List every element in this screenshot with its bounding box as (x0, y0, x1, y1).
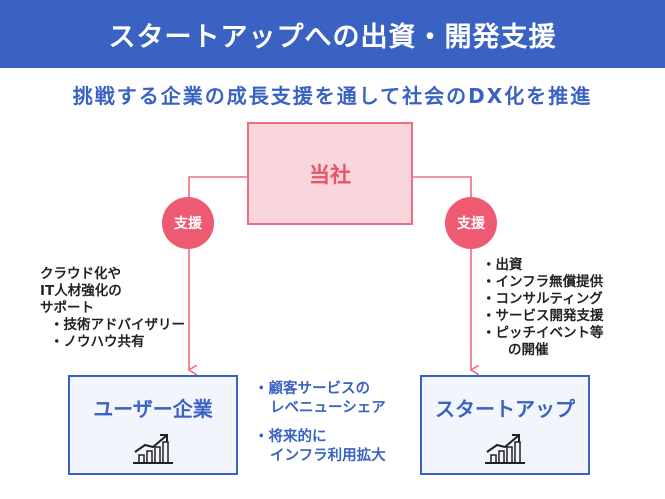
support-badge-right: 支援 (445, 197, 497, 249)
user-support-note: クラウド化や IT人材強化の サポート ・技術アドバイザリー ・ノウハウ共有 (40, 266, 185, 351)
note-line: IT人材強化の (40, 283, 122, 299)
note-bullet-continuation: の開催 (508, 342, 549, 358)
benefit-line: ・顧客サービスの (254, 381, 370, 397)
startup-support-note: ・出資 ・インフラ無償提供 ・コンサルティング ・サービス開発支援 ・ピッチイベ… (482, 257, 604, 359)
growth-chart-icon (485, 434, 525, 464)
support-badge-left: 支援 (162, 197, 214, 249)
note-line: クラウド化や (40, 266, 121, 282)
connector-left (189, 176, 247, 370)
note-bullet: ・出資 (482, 257, 523, 273)
header-bar: スタートアップへの出資・開発支援 (0, 0, 665, 68)
connector-right (413, 176, 471, 370)
our-company-label: 当社 (309, 162, 351, 187)
user-company-box: ユーザー企業 (68, 375, 238, 475)
support-badge-right-label: 支援 (457, 216, 485, 232)
note-line: サポート (40, 300, 94, 316)
startup-box: スタートアップ (420, 375, 590, 475)
note-bullet: ・インフラ無償提供 (482, 274, 604, 290)
benefit-item: ・将来的に インフラ利用拡大 (254, 428, 386, 466)
benefit-line: レベニューシェア (270, 400, 386, 416)
user-company-label: ユーザー企業 (93, 397, 213, 421)
note-bullet: ・サービス開発支援 (482, 308, 604, 324)
benefit-line: インフラ利用拡大 (270, 448, 386, 464)
our-company-box: 当社 (247, 122, 413, 225)
startup-label: スタートアップ (435, 397, 575, 421)
benefit-line: ・将来的に (254, 429, 327, 445)
note-bullet: ・技術アドバイザリー (50, 317, 185, 333)
support-badge-left-label: 支援 (174, 216, 202, 232)
note-bullet: ・ピッチイベント等 (482, 325, 604, 341)
benefits-list: ・顧客サービスの レベニューシェア ・将来的に インフラ利用拡大 (254, 380, 386, 476)
subtitle: 挑戦する企業の成長支援を通して社会のDX化を推進 (72, 84, 593, 108)
note-bullet: ・コンサルティング (482, 291, 603, 307)
growth-chart-icon (133, 434, 173, 464)
page-title: スタートアップへの出資・開発支援 (108, 21, 557, 53)
note-bullet: ・ノウハウ共有 (50, 334, 145, 350)
benefit-item: ・顧客サービスの レベニューシェア (254, 380, 386, 418)
